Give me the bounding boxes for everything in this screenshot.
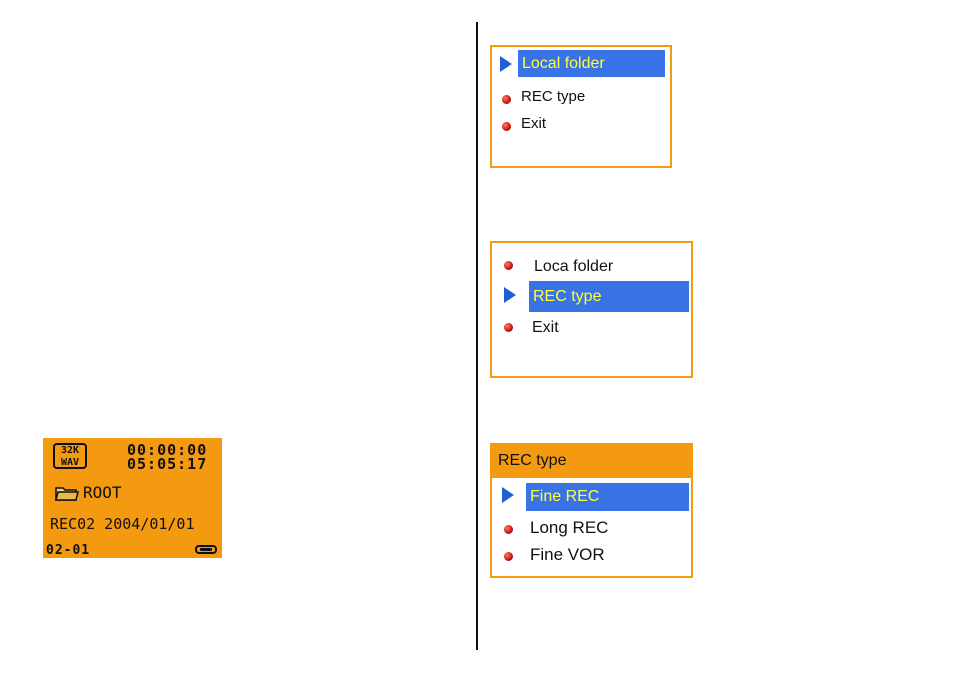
center-divider: [476, 22, 478, 650]
track-number: 02-01: [46, 543, 90, 558]
battery-icon: [195, 545, 217, 554]
menu1-item-exit[interactable]: Exit: [521, 115, 546, 132]
bullet-icon: [504, 323, 513, 332]
menu1-item-rec-type[interactable]: REC type: [521, 88, 585, 105]
menu2-item-exit[interactable]: Exit: [532, 319, 559, 337]
menu2-item-label: REC type: [533, 288, 601, 306]
bullet-icon: [502, 95, 511, 104]
menu3-title-bar: REC type: [492, 445, 691, 478]
file-info: REC02 2004/01/01: [50, 515, 195, 533]
recorder-lcd-screen: 32K WAV 00:00:00 05:05:17 ROOT REC02 200…: [43, 438, 222, 558]
menu2-item-rec-type[interactable]: REC type: [529, 281, 689, 312]
menu3-item-label: Fine REC: [530, 488, 599, 506]
menu-panel-2: Loca folder REC type Exit: [490, 241, 693, 378]
menu2-item-local-folder[interactable]: Loca folder: [534, 258, 613, 276]
selection-pointer-icon: [504, 287, 516, 303]
bitrate-label: 32K: [55, 445, 85, 457]
folder-name: ROOT: [83, 483, 122, 502]
menu3-item-long-rec[interactable]: Long REC: [530, 518, 608, 538]
bullet-icon: [504, 525, 513, 534]
bullet-icon: [502, 122, 511, 131]
format-badge: 32K WAV: [53, 443, 87, 469]
bullet-icon: [504, 552, 513, 561]
menu1-item-local-folder[interactable]: Local folder: [518, 50, 665, 77]
menu3-item-fine-rec[interactable]: Fine REC: [526, 483, 689, 511]
menu3-title: REC type: [498, 452, 566, 470]
folder-icon: [55, 485, 79, 501]
selection-pointer-icon: [500, 56, 512, 72]
folder-row: ROOT: [55, 483, 122, 502]
menu1-item-label: Local folder: [522, 55, 605, 73]
bullet-icon: [504, 261, 513, 270]
selection-pointer-icon: [502, 487, 514, 503]
menu3-item-fine-vor[interactable]: Fine VOR: [530, 545, 605, 565]
codec-label: WAV: [55, 457, 85, 469]
menu-panel-3: REC type Fine REC Long REC Fine VOR: [490, 443, 693, 578]
menu-panel-1: Local folder REC type Exit: [490, 45, 672, 168]
total-time: 05:05:17: [127, 457, 207, 472]
